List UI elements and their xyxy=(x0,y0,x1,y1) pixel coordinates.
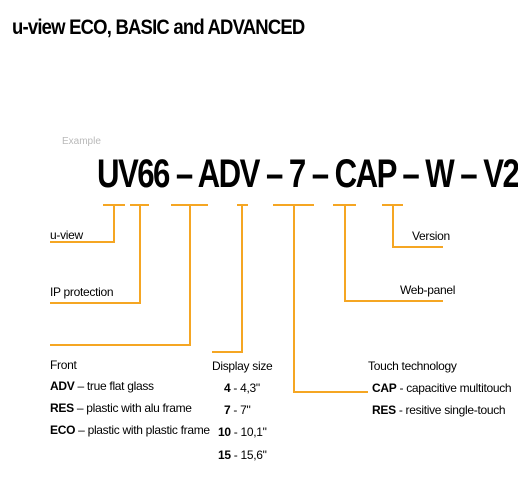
display-item-10: 10 - 10,1" xyxy=(218,425,267,439)
front-heading: Front xyxy=(50,358,77,372)
line-display xyxy=(212,205,243,353)
touch-heading: Touch technology xyxy=(368,359,457,373)
label-ip-protection: IP protection xyxy=(50,285,114,299)
line-ip xyxy=(50,205,141,304)
touch-item-res: RES - resitive single-touch xyxy=(372,403,506,417)
touch-item-cap: CAP - capacitive multitouch xyxy=(372,381,512,395)
connector-lines xyxy=(50,204,443,393)
line-webpanel xyxy=(344,205,443,302)
display-item-15: 15 - 15,6" xyxy=(218,448,267,462)
front-item-adv: ADV – true flat glass xyxy=(50,379,154,393)
front-item-eco: ECO – plastic with plastic frame xyxy=(50,423,210,437)
product-code: UV66 – ADV – 7 – CAP – W – V2 xyxy=(97,152,518,196)
display-item-7: 7 - 7" xyxy=(224,403,251,417)
page-title: u-view ECO, BASIC and ADVANCED xyxy=(12,16,305,39)
label-uview: u-view xyxy=(50,228,83,242)
example-label: Example xyxy=(62,136,101,147)
label-web-panel: Web-panel xyxy=(400,283,456,297)
line-touch xyxy=(293,205,368,393)
display-item-4: 4 - 4,3" xyxy=(224,381,260,395)
line-uview xyxy=(50,205,115,243)
label-version: Version xyxy=(412,229,450,243)
front-item-res: RES – plastic with alu frame xyxy=(50,401,192,415)
display-heading: Display size xyxy=(212,359,273,373)
line-version xyxy=(392,205,443,248)
line-front xyxy=(50,205,191,346)
